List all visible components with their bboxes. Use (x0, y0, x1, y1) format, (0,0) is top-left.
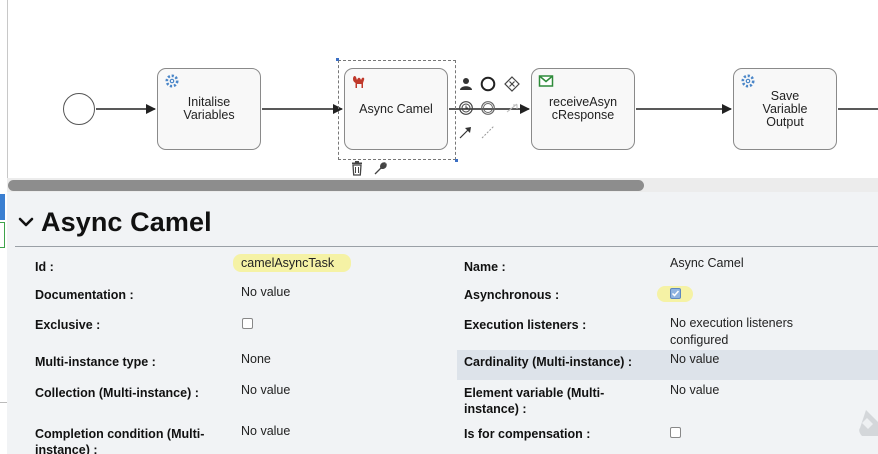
name-value[interactable]: Async Camel (670, 256, 744, 270)
task-label: Async Camel (359, 101, 433, 116)
task-label: Initalise Variables (183, 95, 235, 122)
quick-menu-palette (458, 72, 528, 142)
edit-pencil-icon[interactable] (852, 408, 878, 438)
chevron-down-icon[interactable] (15, 211, 37, 233)
task-receive-async-response[interactable]: receiveAsyncResponse (531, 68, 635, 150)
service-task-gear-icon (740, 73, 756, 89)
left-edge-divider (0, 402, 7, 403)
properties-panel: Async Camel Id : camelAsyncTask Name : A… (7, 192, 878, 454)
exclusive-label: Exclusive : (35, 318, 101, 332)
canvas-left-border (7, 0, 8, 178)
start-event[interactable] (63, 93, 95, 125)
collection-value[interactable]: No value (241, 383, 291, 397)
multi-instance-type-label: Multi-instance type : (35, 355, 156, 369)
element-toolbar (346, 160, 392, 182)
task-initalise-variables[interactable]: Initalise Variables (157, 68, 261, 150)
selection-handle[interactable] (336, 58, 339, 61)
exclusive-checkbox[interactable] (242, 318, 253, 329)
cardinality-label: Cardinality (Multi-instance) : (464, 355, 633, 369)
left-edge-green-marker (0, 222, 5, 248)
completion-condition-value[interactable]: No value (241, 424, 291, 438)
completion-condition-label: Completion condition (Multi-instance) : (35, 427, 205, 454)
element-variable-label: Element variable (Multi-instance) : (464, 386, 605, 416)
asynchronous-label: Asynchronous : (464, 288, 560, 302)
is-for-compensation-label: Is for compensation : (464, 427, 591, 441)
gateway-icon[interactable] (504, 76, 520, 92)
camel-icon (351, 73, 367, 89)
asynchronous-checkbox[interactable] (670, 288, 681, 299)
left-edge-blue-marker (0, 194, 5, 220)
text-annotation-icon[interactable] (504, 100, 520, 116)
execution-listeners-value[interactable]: No execution listeners configured (670, 316, 793, 347)
sequence-flow-icon[interactable] (458, 124, 474, 140)
bpmn-canvas[interactable]: Initalise Variables Async Camel receiveA… (0, 0, 878, 192)
task-async-camel[interactable]: Async Camel (344, 68, 448, 150)
selection-box (336, 58, 458, 162)
name-label: Name : (464, 260, 506, 274)
wrench-icon[interactable] (373, 161, 388, 181)
message-envelope-icon (538, 73, 554, 89)
user-task-icon[interactable] (458, 76, 474, 92)
execution-listeners-label: Execution listeners : (464, 318, 587, 332)
multi-instance-type-value[interactable]: None (241, 352, 271, 366)
collection-label: Collection (Multi-instance) : (35, 386, 199, 400)
task-save-variable-output[interactable]: Save Variable Output (733, 68, 837, 150)
trash-icon[interactable] (350, 161, 364, 181)
documentation-value[interactable]: No value (241, 285, 291, 299)
properties-title: Async Camel (41, 206, 212, 237)
task-label: Save Variable Output (762, 88, 808, 129)
association-icon[interactable] (480, 124, 496, 140)
id-label: Id : (35, 260, 54, 274)
cardinality-row-hover (457, 350, 878, 380)
horizontal-scrollbar-thumb[interactable] (8, 180, 644, 191)
cardinality-value[interactable]: No value (670, 352, 720, 366)
end-event-icon[interactable] (480, 76, 496, 92)
id-value[interactable]: camelAsyncTask (241, 256, 335, 270)
properties-header[interactable]: Async Camel (15, 202, 212, 242)
highlight-id-value (233, 254, 351, 272)
intermediate-event-icon[interactable] (480, 100, 496, 116)
documentation-label: Documentation : (35, 288, 134, 302)
task-label: receiveAsyncResponse (548, 95, 618, 122)
element-variable-value[interactable]: No value (670, 383, 720, 397)
selection-handle[interactable] (455, 159, 458, 162)
properties-divider (15, 246, 878, 247)
service-task-gear-icon (164, 73, 180, 89)
is-for-compensation-checkbox[interactable] (670, 427, 681, 438)
timer-event-icon[interactable] (458, 100, 474, 116)
